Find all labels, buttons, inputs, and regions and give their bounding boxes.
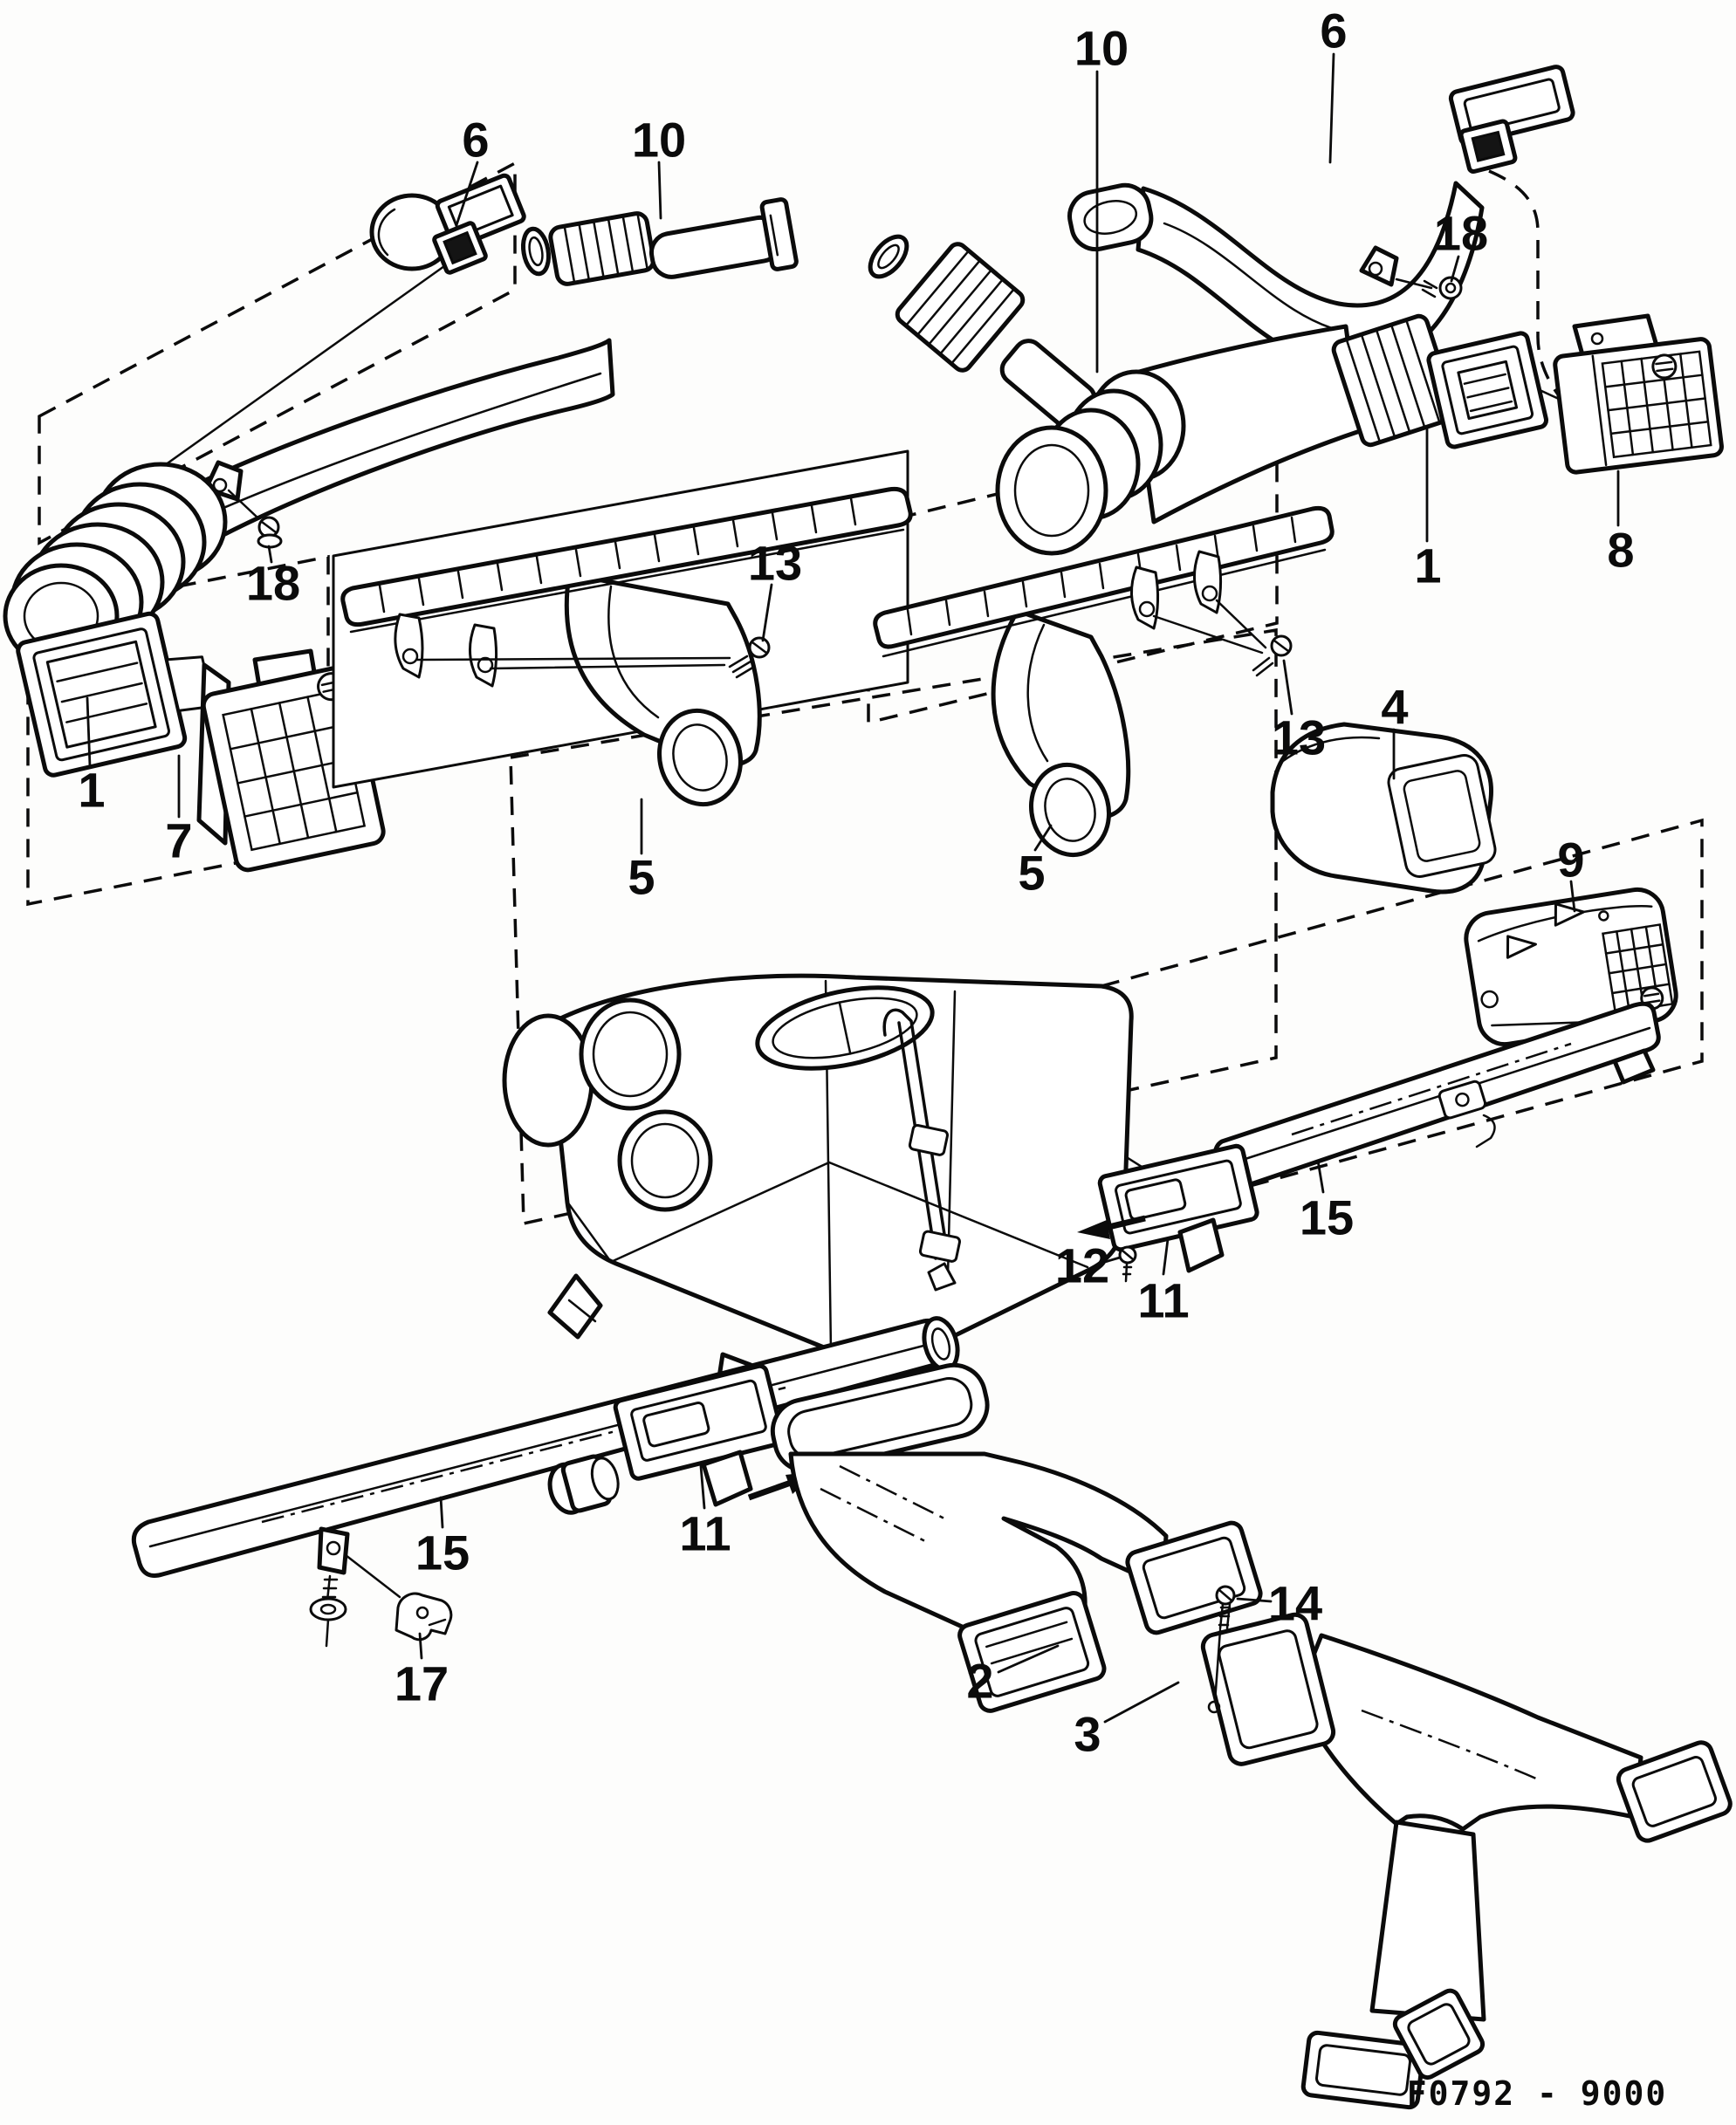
callout-leader-6 xyxy=(455,161,479,227)
screw-13-left xyxy=(728,636,771,679)
callout-leader-15 xyxy=(1316,1159,1325,1194)
drawing-code: F0792 - 9000 xyxy=(1407,2074,1668,2113)
part-number-callout-9: 9 xyxy=(1557,833,1584,888)
part-number-callout-10: 10 xyxy=(1074,21,1129,76)
screw-12 xyxy=(1118,1245,1137,1283)
callout-leader-18 xyxy=(1450,255,1460,283)
part-number-callout-6: 6 xyxy=(1320,3,1347,58)
part-number-callout-15: 15 xyxy=(1300,1190,1354,1245)
part-number-callout-13: 13 xyxy=(748,536,802,591)
part-number-callout-5: 5 xyxy=(628,850,655,905)
part-number-callout-14: 14 xyxy=(1268,1576,1322,1631)
callout-leader-17 xyxy=(418,1632,423,1660)
callout-leader-5 xyxy=(1033,824,1053,852)
assembly-arrow-left xyxy=(1077,1215,1146,1239)
part-heater-distribution-unit xyxy=(502,973,1134,1390)
part-number-callout-3: 3 xyxy=(1074,1707,1101,1762)
callout-leader-11 xyxy=(699,1464,706,1510)
part-1-vent-outlet-left xyxy=(16,611,216,778)
part-11-bracket-right xyxy=(1077,1143,1259,1283)
callout-leader-13 xyxy=(761,583,773,642)
defroster-grille-strip-left xyxy=(340,486,913,627)
part-number-callout-6: 6 xyxy=(462,113,489,168)
part-number-callout-17: 17 xyxy=(395,1656,449,1711)
part-9-grille-side xyxy=(1464,887,1678,1047)
part-number-callout-7: 7 xyxy=(165,813,192,868)
part-6-side-vent-duct-right xyxy=(1067,65,1575,369)
callout-leader-11 xyxy=(1162,1237,1170,1276)
callout-leader-12 xyxy=(1103,1256,1122,1264)
part-duct-right xyxy=(995,245,1458,556)
screw-17-grommet xyxy=(309,1574,347,1648)
part-number-callout-8: 8 xyxy=(1607,523,1634,578)
part-1-vent-outlet-right xyxy=(1426,331,1549,449)
part-5-defroster-nozzle-left xyxy=(340,486,913,807)
part-duct-left xyxy=(3,338,615,669)
part-number-callout-15: 15 xyxy=(415,1525,470,1580)
part-4-demister-duct xyxy=(1270,722,1497,895)
callout-leader-2 xyxy=(997,1644,1060,1674)
callout-leader-10 xyxy=(657,161,662,220)
part-17-clip xyxy=(395,1592,453,1642)
part-number-callout-1: 1 xyxy=(78,763,105,818)
screw-18-left xyxy=(257,516,283,549)
part-5-defroster-nozzle-right xyxy=(873,505,1335,858)
part-number-callout-13: 13 xyxy=(1272,710,1326,765)
part-15-sill-duct-right xyxy=(1212,1001,1661,1191)
part-11-bracket-left xyxy=(547,1363,817,1515)
callout-leader-13 xyxy=(1282,659,1293,716)
part-number-callout-5: 5 xyxy=(1018,846,1045,901)
defroster-assembly-left xyxy=(332,449,913,807)
screw-13-right xyxy=(1252,634,1293,677)
part-number-callout-10: 10 xyxy=(632,113,686,168)
callout-leader-3 xyxy=(1103,1681,1180,1724)
part-number-callout-1: 1 xyxy=(1414,538,1441,593)
part-number-callout-12: 12 xyxy=(1055,1238,1109,1293)
part-6-side-vent-duct-left xyxy=(369,173,526,275)
part-number-callout-11: 11 xyxy=(1137,1273,1189,1328)
part-number-callout-18: 18 xyxy=(246,556,300,611)
callout-leader-1 xyxy=(86,696,92,768)
screw-18-right xyxy=(1421,276,1463,300)
dashed-box-heater xyxy=(509,627,1278,1226)
defroster-grille-strip-right xyxy=(873,505,1335,649)
part-8-grille-right xyxy=(1553,313,1724,475)
callout-leader-15 xyxy=(439,1496,444,1529)
part-number-callout-11: 11 xyxy=(679,1506,731,1561)
part-number-callout-18: 18 xyxy=(1434,206,1488,261)
part-number-callout-2: 2 xyxy=(966,1654,993,1709)
defroster-assembly-right xyxy=(873,505,1335,858)
part-3-floor-duct-rear xyxy=(1200,1585,1733,2110)
part-10-flex-hose-left xyxy=(520,197,799,286)
part-number-callout-4: 4 xyxy=(1381,680,1408,735)
callout-leader-9 xyxy=(1569,880,1576,913)
screw-14 xyxy=(1207,1585,1236,1714)
callout-leader-18 xyxy=(267,545,273,564)
callout-leader-14 xyxy=(1236,1597,1273,1603)
part-2-floor-duct-front xyxy=(770,1362,1263,1713)
callout-leader-6 xyxy=(1328,52,1335,164)
